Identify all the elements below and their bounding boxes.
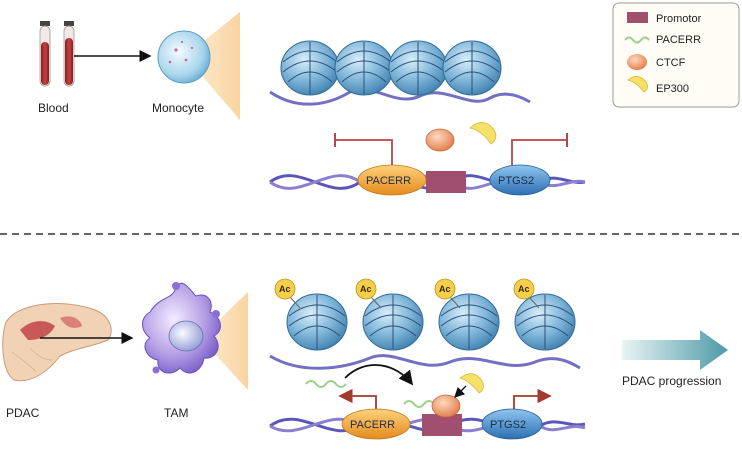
pacerr-lncrna-bound: [403, 400, 435, 408]
bottom-pacerr-gene: [341, 408, 411, 440]
ctcf-legend-icon: [627, 54, 647, 70]
ctcf-protein-icon: [425, 128, 455, 152]
svg-text:Ac: Ac: [279, 284, 291, 294]
pacerr-lncrna-legend-icon: [624, 36, 650, 44]
top-promotor-block: [426, 171, 466, 193]
monocyte-label: Monocyte: [152, 101, 204, 115]
monocyte-zoom-fan: [185, 12, 240, 120]
promotor-legend-icon: [627, 12, 648, 23]
svg-text:Ac: Ac: [439, 284, 451, 294]
blood-tubes-icon: [39, 21, 75, 87]
ep300-recruitment-arrow: [454, 385, 467, 398]
legend-promotor-label: Promotor: [656, 13, 702, 25]
bottom-ptgs2-label: PTGS2: [490, 419, 526, 431]
bottom-promotor-block: [422, 414, 462, 436]
top-chromatin: [269, 40, 531, 106]
bound-ctcf-protein-icon: [431, 394, 461, 418]
svg-text:Ac: Ac: [360, 284, 372, 294]
bottom-pacerr-label: PACERR: [350, 419, 395, 431]
acetylation-mark: Ac: [513, 278, 540, 309]
acetylation-mark: Ac: [355, 278, 382, 309]
nucleosome: [334, 40, 394, 96]
ptgs2-inhibition-arrow: [511, 133, 568, 165]
nucleosome: [514, 293, 576, 351]
nucleosome: [442, 40, 502, 96]
bottom-chromatin: [269, 293, 581, 370]
pdac-progression-label: PDAC progression: [622, 374, 721, 388]
pancreas-tumor-icon: [2, 303, 112, 382]
legend: Promotor PACERR CTCF EP300: [612, 2, 740, 108]
top-ptgs2-gene: [489, 164, 551, 196]
legend-pacerr-label: PACERR: [656, 34, 701, 46]
blood-label: Blood: [38, 101, 69, 115]
ptgs2-activation-arrow: [513, 388, 552, 412]
acetylation-mark: Ac: [274, 278, 301, 309]
nucleosome: [280, 40, 340, 96]
ep300-protein-icon: [469, 122, 497, 145]
nucleosome: [388, 40, 448, 96]
bound-ep300-protein-icon: [459, 373, 484, 394]
pacerr-inhibition-arrow: [334, 133, 393, 165]
monocyte-cell-icon: [157, 30, 211, 84]
tam-label: TAM: [164, 406, 188, 420]
svg-text:Ac: Ac: [518, 284, 530, 294]
nucleosome: [362, 293, 424, 351]
top-pacerr-label: PACERR: [366, 175, 411, 187]
top-ptgs2-label: PTGS2: [498, 175, 534, 187]
pacerr-lncrna-transcript: [305, 380, 347, 388]
pdac-label: PDAC: [6, 406, 40, 420]
nucleosome: [438, 293, 500, 351]
bottom-ptgs2-gene: [481, 408, 543, 440]
tam-zoom-fan: [200, 292, 248, 390]
legend-ep300-label: EP300: [656, 83, 689, 95]
progression-arrow-icon: [622, 330, 728, 370]
acetylation-mark: Ac: [434, 278, 461, 309]
nucleosome: [286, 293, 348, 351]
legend-ctcf-label: CTCF: [656, 57, 686, 69]
tam-macrophage-icon: [142, 282, 221, 374]
ep300-legend-icon: [627, 76, 648, 93]
lncrna-recruitment-arrow: [344, 364, 414, 386]
pacerr-activation-arrow: [338, 388, 377, 412]
